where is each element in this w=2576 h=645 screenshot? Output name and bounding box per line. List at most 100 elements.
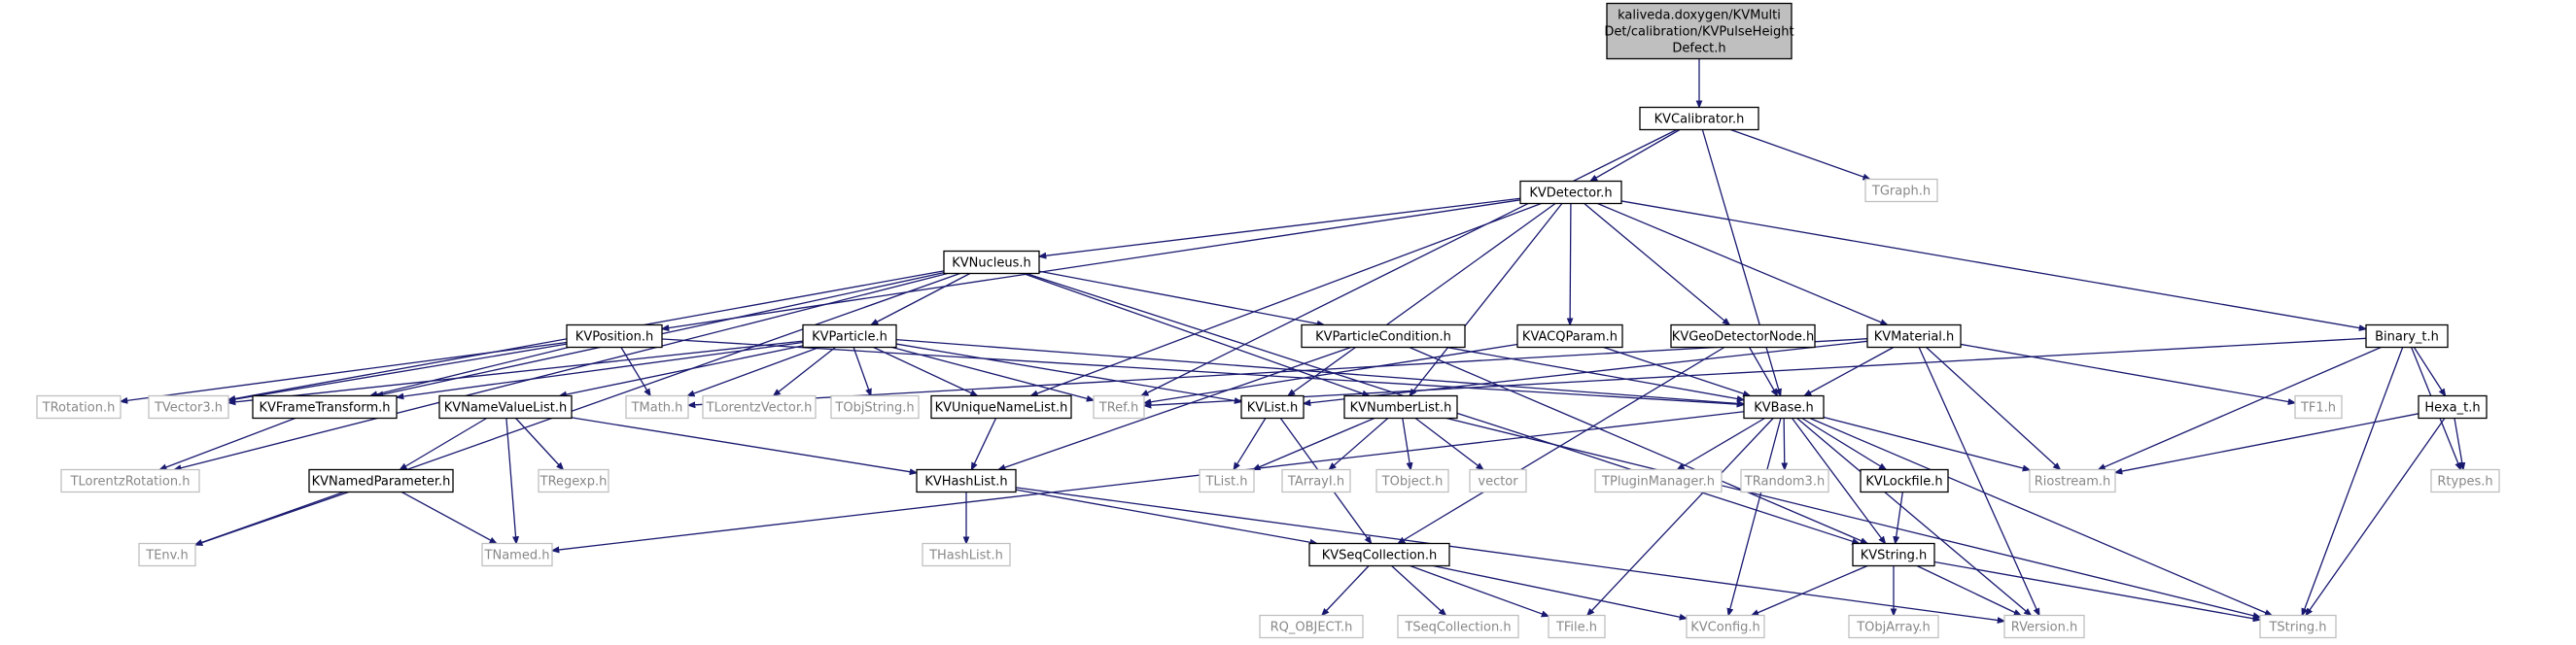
node-rversion: RVersion.h xyxy=(2003,614,2085,639)
node-kvhashlist[interactable]: KVHashList.h xyxy=(916,468,1017,493)
edge-kvuniquenamelist-to-kvhashlist xyxy=(971,418,997,470)
edge-kvdetector-to-kvacqparam xyxy=(1570,203,1571,325)
node-label: KVParticle.h xyxy=(812,330,888,345)
node-tmath: TMath.h xyxy=(625,394,689,420)
node-kvlockfile[interactable]: KVLockfile.h xyxy=(1860,468,1949,493)
node-box xyxy=(2365,323,2449,349)
node-kvnumberlist[interactable]: KVNumberList.h xyxy=(1343,394,1458,420)
node-box xyxy=(930,394,1072,420)
edge-hexa_t-to-tstring xyxy=(2306,418,2446,616)
node-label: TPluginManager.h xyxy=(1601,475,1715,490)
header-nodes: kaliveda.doxygen/KVMultiDet/calibration/… xyxy=(36,2,2500,639)
edge-kvparticle-to-kvnamevaluelist xyxy=(560,345,804,396)
edge-kvnucleus-to-kvparticle xyxy=(871,272,971,325)
edge-kvseqcollection-to-rq_object xyxy=(1322,565,1370,616)
node-box xyxy=(2029,468,2116,493)
node-tlist: TList.h xyxy=(1199,468,1255,493)
node-box xyxy=(2003,614,2085,639)
edge-binary_t-to-tref xyxy=(1144,337,2367,405)
edge-binary_t-to-riostream xyxy=(2099,346,2382,471)
node-kvlist[interactable]: KVList.h xyxy=(1240,394,1305,420)
edge-kvmaterial-to-rversion xyxy=(1918,347,2040,616)
node-box xyxy=(1548,614,1606,639)
node-kvseqcollection[interactable]: KVSeqCollection.h xyxy=(1308,542,1450,567)
node-label: TString.h xyxy=(2268,621,2326,635)
node-label: TArrayI.h xyxy=(1287,475,1344,490)
node-kvcalibrator[interactable]: KVCalibrator.h xyxy=(1639,106,1759,131)
edge-kvseqcollection-to-tfile xyxy=(1410,564,1549,617)
node-kvbase[interactable]: KVBase.h xyxy=(1743,394,1825,420)
node-box xyxy=(1866,323,1962,349)
node-box xyxy=(1864,178,1938,203)
node-vector: vector xyxy=(1469,468,1527,493)
edge-kvhashlist-to-kvseqcollection xyxy=(1015,489,1317,543)
node-tgraph: TGraph.h xyxy=(1864,178,1938,203)
node-kvuniquenamelist[interactable]: KVUniqueNameList.h xyxy=(930,394,1072,420)
node-kvnucleus[interactable]: KVNucleus.h xyxy=(943,250,1040,275)
node-box xyxy=(138,542,196,567)
node-kvnamevaluelist[interactable]: KVNameValueList.h xyxy=(438,394,573,420)
node-kvparticlecondition[interactable]: KVParticleCondition.h xyxy=(1301,323,1466,349)
node-label: TSeqCollection.h xyxy=(1404,621,1511,635)
node-box xyxy=(2430,468,2500,493)
node-binary-t[interactable]: Binary_t.h xyxy=(2365,323,2449,349)
node-box xyxy=(916,468,1017,493)
edge-kvparticle-to-tlorentzvector xyxy=(774,346,836,396)
edge-kvhashlist-to-rversion xyxy=(1015,487,2004,622)
node-box xyxy=(1639,106,1759,131)
node-box xyxy=(702,394,817,420)
edge-kvparticle-to-tvector3 xyxy=(228,340,804,402)
node-trandom3: TRandom3.h xyxy=(1740,468,1829,493)
node-kvgeodetectornode[interactable]: KVGeoDetectorNode.h xyxy=(1670,323,1816,349)
edge-kvparticlecondition-to-kvbase xyxy=(1445,346,1744,400)
node-kvacqparam[interactable]: KVACQParam.h xyxy=(1516,323,1623,349)
node-kvdetector[interactable]: KVDetector.h xyxy=(1519,180,1622,205)
edge-kvacqparam-to-kvbase xyxy=(1603,346,1751,396)
node-label: THashList.h xyxy=(928,549,1003,563)
node-kvframetransform[interactable]: KVFrameTransform.h xyxy=(252,394,398,420)
edge-kvnucleus-to-tenv xyxy=(195,272,960,545)
node-box xyxy=(1343,394,1458,420)
node-label: TObject.h xyxy=(1381,475,1444,490)
edge-kvmaterial-to-riostream xyxy=(1926,347,2061,470)
node-kvparticle[interactable]: KVParticle.h xyxy=(802,323,897,349)
node-tpluginmanager: TPluginManager.h xyxy=(1594,468,1723,493)
node-kvmaterial[interactable]: KVMaterial.h xyxy=(1866,323,1962,349)
node-riostream: Riostream.h xyxy=(2029,468,2116,493)
edge-kvparticlecondition-to-kvhashlist xyxy=(998,346,1352,470)
node-box xyxy=(1852,542,1935,567)
edge-kvcalibrator-to-tgraph xyxy=(1730,128,1869,180)
node-kvposition[interactable]: KVPosition.h xyxy=(566,323,663,349)
node-label: KVParticleCondition.h xyxy=(1315,330,1451,345)
node-label: KVBase.h xyxy=(1754,401,1813,416)
edge-kvbase-to-kvlockfile xyxy=(1801,417,1886,470)
edge-kvdetector-to-kvmaterial xyxy=(1597,202,1887,326)
edge-kvparticle-to-kvbase xyxy=(895,338,1744,404)
node-label: KVHashList.h xyxy=(924,475,1007,490)
node-box xyxy=(1848,614,1939,639)
edge-kvstring-to-tstring xyxy=(1933,560,2260,620)
edge-kvgeodetectornode-to-kvseqcollection xyxy=(1398,346,1725,544)
node-kvnamedparameter[interactable]: KVNamedParameter.h xyxy=(308,468,454,493)
node-label: TMath.h xyxy=(631,401,683,416)
node-box xyxy=(308,468,454,493)
node-box xyxy=(1259,614,1364,639)
node-tlorentzvector: TLorentzVector.h xyxy=(702,394,817,420)
edge-kvdetector-to-kvgeodetectornode xyxy=(1584,203,1729,325)
node-label: TF1.h xyxy=(2300,401,2336,416)
node-tlorentzrotation: TLorentzRotation.h xyxy=(60,468,200,493)
edge-kvnucleus-to-tlorentzrotation xyxy=(174,272,948,470)
node-box xyxy=(60,468,200,493)
node-label: TGraph.h xyxy=(1871,185,1931,199)
node-hexa-t[interactable]: Hexa_t.h xyxy=(2418,394,2488,420)
node-root[interactable]: kaliveda.doxygen/KVMultiDet/calibration/… xyxy=(1604,2,1794,60)
node-box xyxy=(1240,394,1305,420)
node-box xyxy=(1375,468,1449,493)
edge-kvposition-to-tvector3 xyxy=(228,343,568,400)
node-label: RQ_OBJECT.h xyxy=(1271,621,1353,635)
node-kvstring[interactable]: KVString.h xyxy=(1852,542,1935,567)
edge-kvcalibrator-to-kvbase xyxy=(1701,129,1780,396)
edge-kvdetector-to-kvnumberlist xyxy=(1410,203,1563,396)
edge-kvnamevaluelist-to-kvhashlist xyxy=(571,417,917,473)
